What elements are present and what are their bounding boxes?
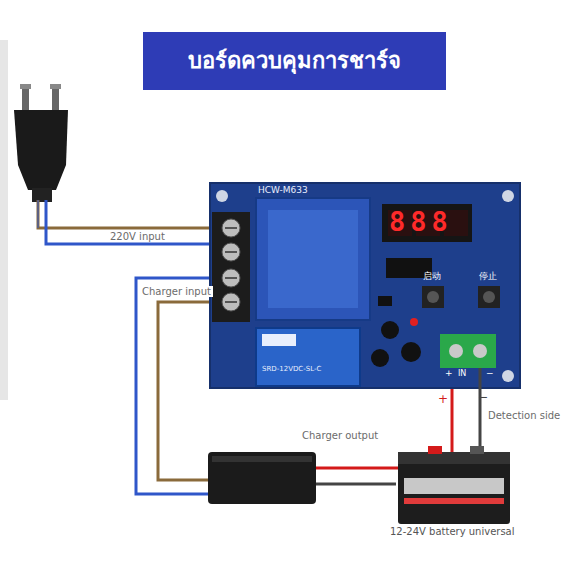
relay-model: SRD-12VDC-SL-C: [262, 366, 321, 374]
title-banner: บอร์ดควบคุมการชาร์จ: [143, 32, 446, 90]
terminal-sign: −: [486, 369, 494, 379]
edge-label: Detection side: [486, 410, 562, 421]
terminal-sign: +: [445, 369, 453, 379]
wire-label: Charger input: [140, 286, 213, 297]
button-label: 停止: [479, 272, 497, 282]
display-digits: 888: [389, 207, 453, 237]
node-text: HCW-M633: [258, 186, 308, 196]
polarity-sign: −: [478, 391, 488, 404]
polarity-sign: +: [438, 393, 448, 406]
node-text: 12-24V battery universal: [390, 526, 515, 537]
terminal-sign: IN: [458, 370, 466, 379]
button-label: 启动: [423, 272, 441, 282]
wire-label: Charger output: [300, 430, 380, 441]
detection-wire: [480, 368, 481, 446]
control-board: [210, 183, 520, 388]
charger-box: [208, 452, 316, 504]
battery-node: 12-24V battery universal: [390, 444, 540, 544]
wire-label: 220V input: [108, 231, 167, 242]
control-board: HCW-M633: [210, 183, 520, 388]
battery: [398, 446, 510, 524]
power-plug: [14, 84, 68, 202]
